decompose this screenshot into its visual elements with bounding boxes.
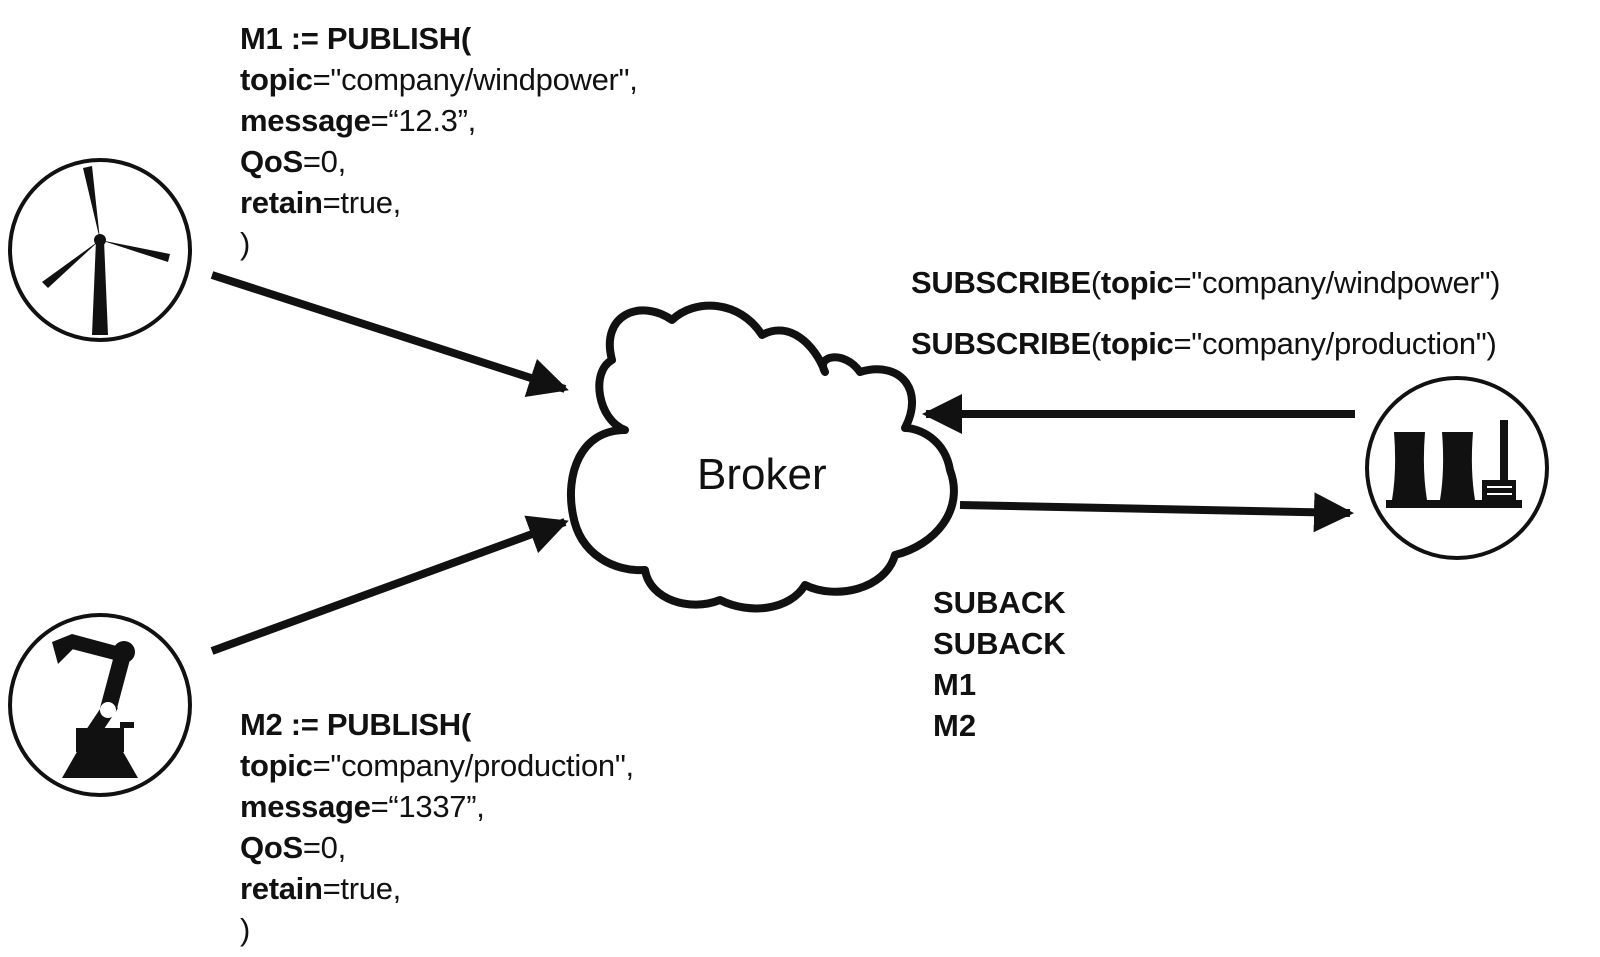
wind-turbine-icon: [8, 158, 192, 342]
publish-m1-message: message=“12.3”,: [240, 103, 476, 138]
publish-m2-message: message=“1337”,: [240, 789, 485, 824]
publish-m1-head: M1 := PUBLISH(: [240, 21, 471, 56]
publish-m1-block: M1 := PUBLISH( topic="company/windpower"…: [240, 18, 638, 264]
arrow-deliver: [959, 492, 1354, 533]
robot-arm-icon: [8, 613, 192, 797]
response-list: SUBACK SUBACK M1 M2: [933, 582, 1066, 746]
publish-m2-retain: retain=true,: [240, 871, 401, 906]
broker-label: Broker: [697, 450, 827, 499]
subscribe-windpower: SUBSCRIBE(topic="company/windpower"): [911, 265, 1501, 300]
cloud-icon: [566, 301, 958, 613]
arrow-publish-m1: [210, 271, 569, 397]
publish-m1-retain: retain=true,: [240, 185, 401, 220]
response-m1: M1: [933, 667, 977, 702]
publish-m2-topic: topic="company/production",: [240, 748, 634, 783]
response-suback-2: SUBACK: [933, 626, 1066, 661]
publish-m2-block: M2 := PUBLISH( topic="company/production…: [240, 704, 634, 950]
publish-m2-qos: QoS=0,: [240, 830, 346, 865]
publish-m2-close: ): [240, 912, 251, 947]
publish-m1-topic: topic="company/windpower",: [240, 62, 638, 97]
arrow-publish-m2: [210, 515, 569, 655]
subscribe-block: SUBSCRIBE(topic="company/windpower") SUB…: [911, 265, 1501, 387]
power-plant-icon: [1365, 376, 1549, 560]
publish-m1-qos: QoS=0,: [240, 144, 346, 179]
response-suback-1: SUBACK: [933, 585, 1066, 620]
publish-m1-close: ): [240, 226, 251, 261]
subscribe-production: SUBSCRIBE(topic="company/production"): [911, 326, 1497, 361]
publish-m2-head: M2 := PUBLISH(: [240, 707, 471, 742]
response-m2: M2: [933, 708, 977, 743]
